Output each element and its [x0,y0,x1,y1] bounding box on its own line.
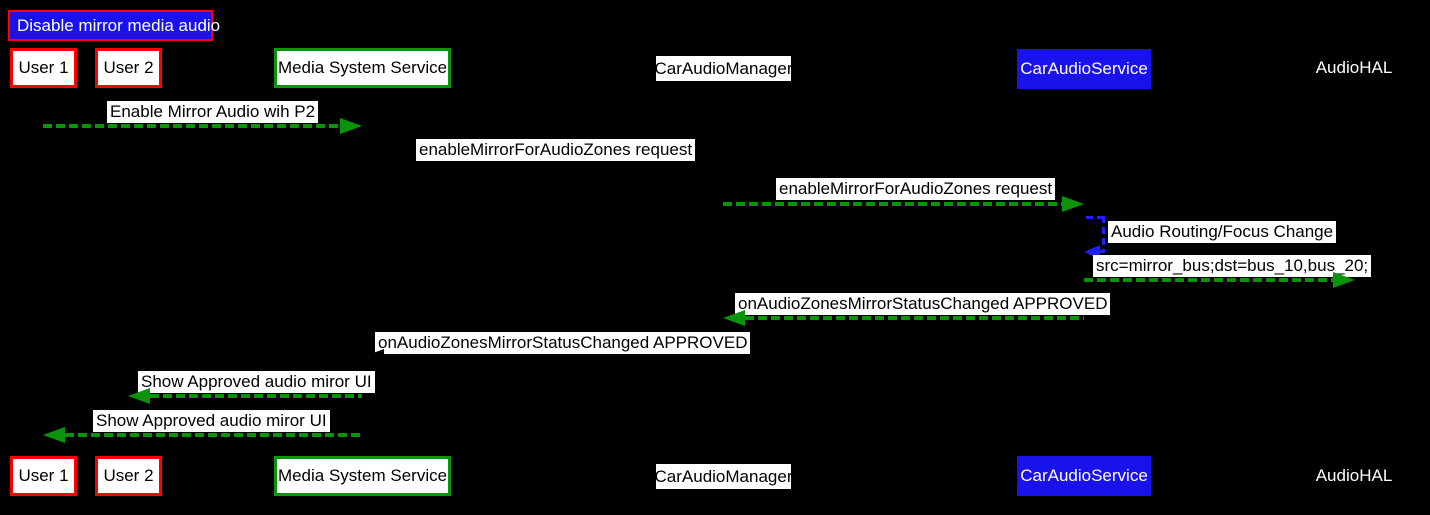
arrowhead-right-icon [1333,272,1355,288]
actor-top-caraudiomanager: CarAudioManager [654,56,793,81]
actor-top-audiohal: AudioHAL [1315,56,1393,80]
arrowhead-left-icon [128,388,150,404]
lifeline-user1 [42,88,44,456]
actor-bottom-audiohal: AudioHAL [1315,464,1393,488]
actor-bottom-user1: User 1 [10,456,77,496]
message-arrow-line [384,355,723,359]
lifeline-user2 [127,88,129,456]
lifeline-caraudiomanager [722,88,724,456]
message-label-enablemirror-request-2: enableMirrorForAudioZones request [776,178,1056,200]
message-label-src-mirror-bus: src=mirror_bus;dst=bus_10,bus_20; [1093,255,1372,277]
message-label-status-changed-approved-1: onAudioZonesMirrorStatusChanged APPROVED [735,293,1111,315]
self-loop-side-segment [1102,216,1105,253]
actor-top-media-system-service: Media System Service [274,48,451,88]
message-label-status-changed-approved-2: onAudioZonesMirrorStatusChanged APPROVED [375,332,751,354]
actor-label: CarAudioService [1020,466,1148,485]
actor-top-caraudioservice: CarAudioService [1017,49,1151,89]
arrowhead-left-icon [362,349,384,365]
actor-label: CarAudioManager [654,466,793,486]
message-arrow-line [43,124,341,128]
actor-label: Media System Service [277,466,448,485]
actor-bottom-caraudiomanager: CarAudioManager [654,464,793,489]
actor-top-user2: User 2 [95,48,162,88]
message-arrow-line [1084,278,1333,282]
message-arrow-line [362,161,701,165]
actor-bottom-caraudioservice: CarAudioService [1017,456,1151,496]
self-loop-bottom-segment [1097,250,1106,253]
arrowhead-left-icon [43,427,65,443]
actor-label: CarAudioManager [654,58,793,78]
actor-label: User 1 [18,58,69,77]
message-label-enablemirror-request-1: enableMirrorForAudioZones request [416,139,696,161]
actor-label: CarAudioService [1020,59,1148,78]
self-loop-top-segment [1086,216,1106,219]
message-label-enable-mirror-audio: Enable Mirror Audio wih P2 [107,101,319,123]
actor-label: User 2 [103,466,154,485]
message-arrow-line [65,433,362,437]
message-arrow-line [723,202,1062,206]
actor-label: User 1 [18,466,69,485]
message-arrow-line [745,316,1084,320]
arrowhead-right-icon [1062,196,1084,212]
actor-bottom-media-system-service: Media System Service [274,456,451,496]
arrowhead-left-icon [723,310,745,326]
actor-label: Media System Service [277,58,448,77]
message-label-show-approved-ui-1: Show Approved audio miror UI [138,371,375,393]
diagram-title-label: Disable mirror media audio [17,15,221,35]
actor-label: AudioHAL [1315,466,1393,485]
lifeline-media-system-service [361,88,363,456]
actor-bottom-user2: User 2 [95,456,162,496]
arrowhead-right-icon [701,155,723,171]
actor-label: AudioHAL [1315,58,1393,77]
message-label-show-approved-ui-2: Show Approved audio miror UI [93,410,330,432]
diagram-title: Disable mirror media audio [8,10,220,41]
actor-label: User 2 [103,58,154,77]
lifeline-caraudioservice [1083,88,1085,456]
message-label-audio-routing-focus-change: Audio Routing/Focus Change [1108,221,1337,243]
message-arrow-line [150,394,362,398]
arrowhead-right-icon [340,118,362,134]
actor-top-user1: User 1 [10,48,77,88]
